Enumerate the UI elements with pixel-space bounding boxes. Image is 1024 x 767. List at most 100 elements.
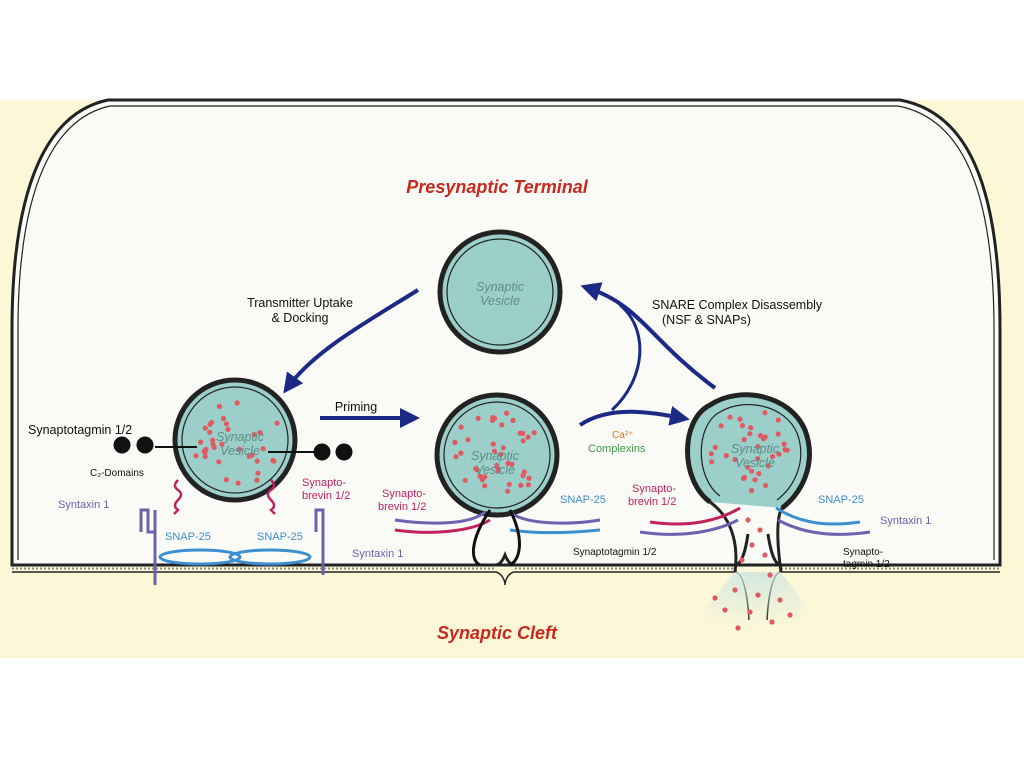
transmitter-dot [209,419,215,425]
released-transmitter-dot [769,619,775,625]
transmitter-dot [274,420,280,426]
transmitter-dot [505,460,511,466]
synaptic-cleft-title: Synaptic Cleft [437,623,558,643]
transmitter-dot [755,443,761,450]
released-transmitter-dot [787,612,793,618]
transmitter-dots-primed [452,410,537,494]
vesicle-top-label-1: Synaptic [476,280,525,294]
snap25-label-left: SNAP-25 [165,531,211,543]
transmitter-dot [458,424,464,430]
vesicle-docked-label-1: Synaptic [216,430,265,444]
transmitter-dot [709,459,715,465]
transmitter-dot [520,473,526,479]
transmitter-dot [223,477,229,483]
syntaxin-left [139,508,325,585]
complexins-label: Complexins [588,443,646,455]
released-transmitter-dot [755,592,761,598]
transmitter-dot [755,456,761,462]
synaptotagmin-label-primed: Synaptotagmin 1/2 [573,547,657,558]
inner-membrane-line [17,105,995,560]
transmitter-dot [500,445,506,451]
disassembly-label-1: SNARE Complex Disassembly [652,298,823,312]
transmitter-dot [784,447,790,453]
transmitter-dot [193,453,199,459]
transmitter-dot [260,446,266,452]
transmitter-dot [207,429,213,435]
synaptobrevin-right [266,479,276,515]
transmitter-dot [499,422,505,428]
transmitter-dot [708,451,714,457]
transmitter-dot [271,458,277,464]
transmitter-dot [741,436,747,443]
transmitter-dot [452,439,458,445]
docking-arrow [283,288,420,394]
transmitter-dot [756,471,762,477]
snap25-loops [158,548,312,566]
transmitter-dot [257,430,263,436]
transmitter-dot [453,454,459,460]
snare-complex-primed [394,509,601,567]
transmitter-dot [216,459,222,465]
transmitter-dot [235,480,241,486]
transmitter-dot [732,456,738,463]
transmitter-dot [718,423,724,429]
transmitter-dot [225,426,231,432]
calcium-label: Ca²⁺ [612,430,633,441]
synaptobrevin-label-left-1: Synapto- [302,477,346,489]
syntaxin-label-left: Syntaxin 1 [58,499,109,511]
vesicle-primed: Synaptic Vesicle [434,392,560,518]
transmitter-dot [531,430,537,436]
released-transmitter-dot [739,557,745,563]
uptake-label-2: & Docking [272,311,329,325]
transmitter-dot [770,453,776,460]
c2b-letter-right: B [341,448,347,458]
transmitter-dots-fusing [708,410,793,631]
c2-domains-label: C₂-Domains [90,468,144,479]
vesicle-fusing: Synaptic Vesicle [685,392,812,631]
released-transmitter-dot [762,552,768,558]
transmitter-dot [458,450,464,456]
released-transmitter-dot [732,587,738,593]
synaptotagmin-left: B A A B [113,436,353,461]
transmitter-dot [712,444,718,450]
transmitter-dot [223,421,229,427]
synaptobrevin-label-primed-1: Synapto- [382,488,426,500]
synaptotagmin-label-fused-1: Synapto- [843,547,883,558]
transmitter-dot [775,417,781,423]
released-transmitter-dot [735,625,741,631]
transmitter-dot [739,422,746,429]
synaptobrevin-label-fused-1: Synapto- [632,483,676,495]
transmitter-dot [198,439,204,445]
priming-label: Priming [335,400,377,414]
transmitter-dot [510,417,516,423]
transmitter-dot [727,414,733,420]
released-transmitter-dot [767,572,773,578]
transmitter-dot [477,473,483,479]
vesicle-primed-label-1: Synaptic [471,449,520,463]
vesicle-docked: Synaptic Vesicle [172,377,298,503]
released-transmitter-dot [777,597,783,603]
released-transmitter-dot [747,609,753,615]
return-loop-arrow [610,303,642,412]
transmitter-dot [741,474,748,481]
transmitter-dot [520,438,526,444]
transmitter-dot [752,477,758,483]
uptake-label-1: Transmitter Uptake [247,296,353,310]
released-transmitter-dot [757,527,763,533]
transmitter-dot [762,410,768,416]
transmitter-dot [210,437,216,443]
syntaxin-label-fused: Syntaxin 1 [880,515,931,527]
transmitter-dot [237,446,243,452]
transmitter-dot [203,446,209,452]
transmitter-dot [254,477,260,483]
transmitter-dot [525,482,532,488]
transmitter-dot [251,431,257,438]
transmitter-dot [491,448,498,454]
c2a-letter: A [142,441,148,451]
transmitter-dot [220,415,227,422]
transmitter-dot [745,464,751,470]
synaptobrevin-label-left-2: brevin 1/2 [302,490,350,502]
transmitter-dot [518,482,524,488]
vesicle-top-label-2: Vesicle [480,294,520,308]
